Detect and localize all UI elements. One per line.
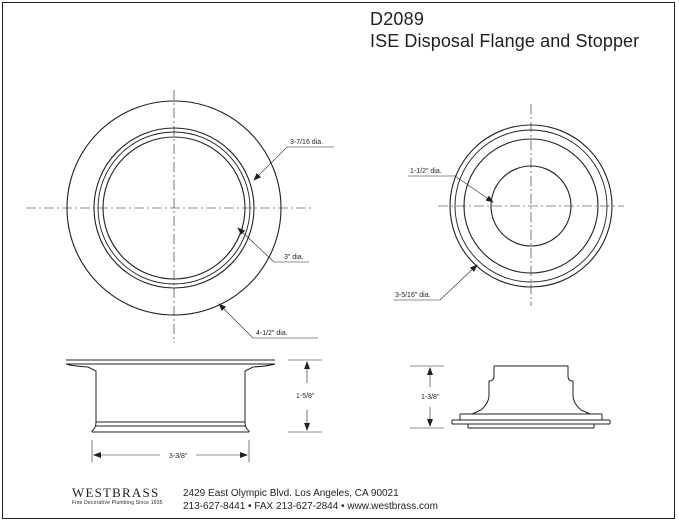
- stopper-knob-circle: [490, 165, 572, 247]
- center-lines: [26, 90, 624, 343]
- flange-side-dims: [91, 359, 322, 462]
- label-stopper-outer-dia: 3-5/16" dia.: [395, 292, 431, 299]
- stopper-side-dims: [410, 365, 444, 429]
- label-flange-inner-dia: 3" dia.: [284, 254, 304, 261]
- title-block: D2089 ISE Disposal Flange and Stopper: [370, 8, 639, 52]
- label-flange-lip-dia: 3-7/16 dia.: [290, 139, 323, 146]
- flange-side-view: [65, 359, 276, 433]
- flange-lip-circle: [93, 127, 255, 289]
- label-flange-bottom-width: 3-3/8": [169, 453, 188, 460]
- footer-address: 2429 East Olympic Blvd. Los Angeles, CA …: [183, 488, 399, 499]
- flange-top-view: [66, 100, 282, 316]
- stopper-rim-circle: [454, 129, 608, 283]
- flange-outer-circle: [66, 100, 282, 316]
- footer-contact: 2429 East Olympic Blvd. Los Angeles, CA …: [183, 487, 438, 513]
- stopper-body-circle: [463, 138, 599, 274]
- label-stopper-knob-dia: 1-1/2" dia.: [410, 168, 442, 175]
- label-flange-height: 1-5/8": [296, 393, 315, 400]
- stopper-top-view: [449, 124, 613, 288]
- drawing-border: [2, 2, 675, 519]
- brand-tagline: Fine Decorative Plumbing Since 1935: [72, 500, 163, 506]
- product-code: D2089: [370, 9, 425, 29]
- label-stopper-height: 1-3/8": [421, 394, 440, 401]
- product-name: ISE Disposal Flange and Stopper: [370, 31, 640, 51]
- stopper-side-view: [451, 365, 611, 429]
- stopper-outer-circle: [449, 124, 613, 288]
- flange-lip-inner-circle: [97, 131, 251, 285]
- brand-logo: WESTBRASS Fine Decorative Plumbing Since…: [72, 485, 163, 507]
- flange-leaders: [218, 146, 334, 339]
- brand-name: WESTBRASS: [72, 485, 160, 500]
- footer-phone-web: 213-627-8441 • FAX 213-627-2844 • www.we…: [183, 501, 438, 512]
- label-flange-outer-dia: 4-1/2" dia.: [256, 330, 288, 337]
- flange-bore-circle: [102, 136, 246, 280]
- stopper-leaders: [393, 175, 494, 301]
